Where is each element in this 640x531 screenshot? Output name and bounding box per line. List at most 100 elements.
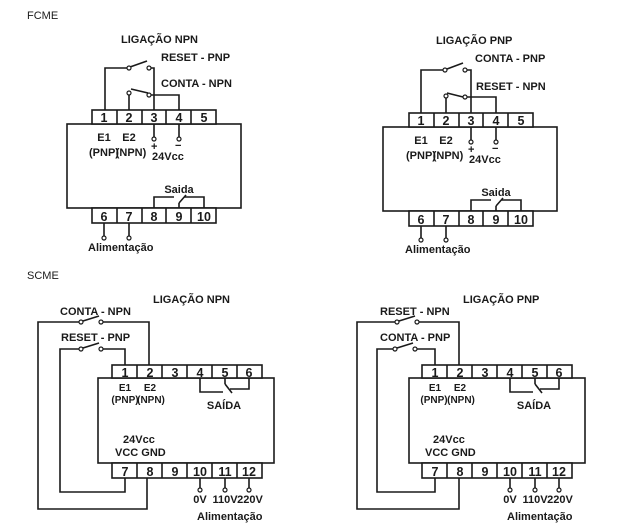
terminal-5: 5 [201, 111, 208, 125]
bottom-terminal-strip: 7 8 9 10 11 12 [111, 462, 263, 479]
terminal-8: 8 [468, 213, 475, 227]
switch-reset-contact [82, 342, 100, 349]
e1-label: E1 [414, 135, 427, 147]
switch-terminal-dot [78, 319, 84, 325]
switch-terminal-dot [442, 67, 448, 73]
terminal-dot [246, 487, 252, 493]
e2-type: (NPN) [116, 147, 147, 159]
fcme-npn-diagram: LIGAÇÃO NPN RESET - PNP CONTA - NPN 1 2 … [66, 33, 242, 254]
e2-type: (NPN) [447, 395, 475, 406]
output-label: SAÍDA [207, 399, 241, 412]
bottom-terminal-strip: 6 7 8 9 10 [408, 210, 534, 227]
diagram-title: LIGAÇÃO NPN [153, 293, 230, 306]
e1-label: E1 [119, 383, 132, 394]
terminal-3: 3 [482, 366, 489, 380]
terminal-dot [556, 487, 562, 493]
terminal-9: 9 [176, 210, 183, 224]
switch-label-conta: CONTA - PNP [475, 53, 545, 65]
terminal-8: 8 [151, 210, 158, 224]
terminal-8: 8 [457, 465, 464, 479]
wire [356, 321, 460, 510]
wire [151, 94, 180, 112]
power-label: Alimentação [88, 242, 154, 254]
terminal-2: 2 [457, 366, 464, 380]
switch-terminal-dot [98, 346, 104, 352]
switch-terminal-dot [443, 93, 449, 99]
terminal-10: 10 [514, 213, 528, 227]
diagram-title: LIGAÇÃO NPN [121, 33, 198, 46]
switch-terminal-dot [146, 65, 152, 71]
power-label: Alimentação [197, 511, 263, 523]
e1-type: (PNP) [111, 395, 138, 406]
fcme-pnp-diagram: LIGAÇÃO PNP CONTA - PNP RESET - NPN 1 2 … [382, 34, 558, 256]
terminal-7: 7 [443, 213, 450, 227]
terminal-dot [197, 487, 203, 493]
terminal-10: 10 [503, 465, 517, 479]
output-label: Saida [164, 184, 194, 196]
voltage-220v: 220V [237, 494, 263, 506]
top-terminal-strip: 1 2 3 4 5 6 [421, 364, 573, 380]
wire [104, 67, 128, 112]
terminal-10: 10 [197, 210, 211, 224]
top-terminal-strip: 1 2 3 4 5 6 [111, 364, 263, 380]
terminal-5: 5 [518, 114, 525, 128]
wire [415, 348, 436, 367]
terminal-dot [532, 487, 538, 493]
e2-label: E2 [454, 383, 467, 394]
switch-terminal-dot [126, 90, 132, 96]
e1-type: (PNP) [406, 150, 436, 162]
terminal-1: 1 [122, 366, 129, 380]
terminal-7: 7 [432, 465, 439, 479]
terminal-1: 1 [432, 366, 439, 380]
relay-wire [470, 199, 491, 211]
terminal-dot [101, 235, 107, 241]
terminal-4: 4 [493, 114, 500, 128]
voltage-220v: 220V [547, 494, 573, 506]
e1-type: (PNP) [420, 395, 447, 406]
terminal-dot [507, 487, 513, 493]
wire [417, 321, 460, 367]
terminal-12: 12 [552, 465, 566, 479]
relay-contact [224, 383, 233, 394]
voltage-110v: 110V [212, 494, 238, 506]
switch-label-reset: RESET - PNP [61, 332, 130, 344]
terminal-dot [443, 237, 449, 243]
output-label: Saida [481, 187, 511, 199]
e1-label: E1 [97, 132, 110, 144]
supply-label: 24Vcc [152, 151, 184, 163]
relay-wire [501, 199, 522, 211]
relay-wire [184, 196, 205, 208]
terminal-2: 2 [126, 111, 133, 125]
switch-terminal-dot [126, 65, 132, 71]
power-label: Alimentação [405, 244, 471, 256]
switch-terminal-dot [414, 319, 420, 325]
scme-pnp-diagram: LIGAÇÃO PNP RESET - NPN CONTA - PNP 1 2 … [356, 293, 586, 523]
terminal-6: 6 [418, 213, 425, 227]
wire [466, 69, 472, 114]
power-label: Alimentação [507, 511, 573, 523]
switch-terminal-dot [462, 67, 468, 73]
terminal-dot [151, 136, 157, 142]
terminal-6: 6 [246, 366, 253, 380]
terminal-9: 9 [172, 465, 179, 479]
terminal-6: 6 [101, 210, 108, 224]
wire [420, 69, 444, 114]
terminal-4: 4 [197, 366, 204, 380]
terminal-8: 8 [147, 465, 154, 479]
switch-terminal-dot [78, 346, 84, 352]
terminal-dot [222, 487, 228, 493]
terminal-9: 9 [482, 465, 489, 479]
switch-conta-contact [446, 62, 464, 70]
switch-label-reset: RESET - NPN [380, 306, 450, 318]
device-body [408, 377, 586, 464]
voltage-0v: 0V [193, 494, 207, 506]
switch-conta-contact [130, 88, 149, 94]
e2-type: (NPN) [433, 150, 464, 162]
plus-sign: + [151, 141, 157, 153]
wire [101, 321, 150, 367]
relay-wire [199, 378, 223, 393]
section-label-fcme: FCME [27, 10, 58, 22]
terminal-4: 4 [176, 111, 183, 125]
relay-contact [534, 383, 543, 394]
terminal-5: 5 [532, 366, 539, 380]
